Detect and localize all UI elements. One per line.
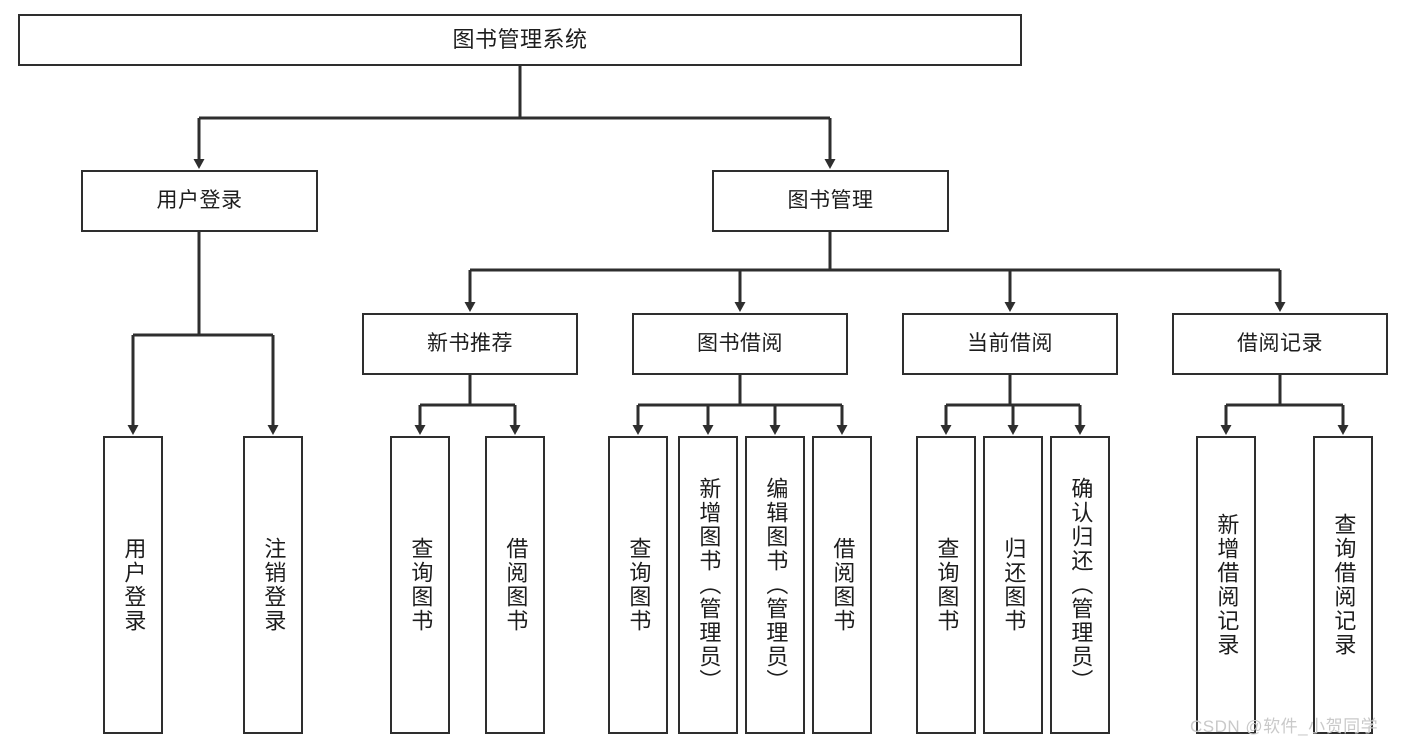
- node-new-book-recommendation[interactable]: 新书推荐: [362, 313, 578, 375]
- node-label: 查询图书: [934, 537, 960, 633]
- leaf-user-login-login[interactable]: 用户登录: [103, 436, 163, 734]
- leaf-borrow-record-query-record[interactable]: 查询借阅记录: [1313, 436, 1373, 734]
- node-label: 新增图书（管理员）: [696, 477, 722, 693]
- leaf-book-borrow-query-books[interactable]: 查询图书: [608, 436, 668, 734]
- leaf-current-borrow-confirm-return-admin[interactable]: 确认归还（管理员）: [1050, 436, 1110, 734]
- leaf-new-book-borrow-books[interactable]: 借阅图书: [485, 436, 545, 734]
- node-book-management[interactable]: 图书管理: [712, 170, 949, 232]
- node-current-borrowing[interactable]: 当前借阅: [902, 313, 1118, 375]
- node-label: 查询借阅记录: [1331, 513, 1357, 657]
- node-root-book-management-system[interactable]: 图书管理系统: [18, 14, 1022, 66]
- node-label: 图书管理系统: [452, 27, 588, 53]
- node-label: 借阅图书: [503, 537, 529, 633]
- node-label: 归还图书: [1001, 537, 1027, 633]
- node-label: 新书推荐: [427, 331, 513, 355]
- leaf-book-borrow-borrow-books[interactable]: 借阅图书: [812, 436, 872, 734]
- node-label: 查询图书: [408, 537, 434, 633]
- node-borrowing-record[interactable]: 借阅记录: [1172, 313, 1388, 375]
- leaf-current-borrow-return-books[interactable]: 归还图书: [983, 436, 1043, 734]
- leaf-current-borrow-query-books[interactable]: 查询图书: [916, 436, 976, 734]
- leaf-user-login-logout[interactable]: 注销登录: [243, 436, 303, 734]
- node-label: 借阅图书: [830, 537, 856, 633]
- leaf-book-borrow-add-book-admin[interactable]: 新增图书（管理员）: [678, 436, 738, 734]
- node-label: 查询图书: [626, 537, 652, 633]
- node-label: 用户登录: [121, 537, 147, 633]
- leaf-new-book-query-books[interactable]: 查询图书: [390, 436, 450, 734]
- node-user-login[interactable]: 用户登录: [81, 170, 318, 232]
- node-book-borrowing[interactable]: 图书借阅: [632, 313, 848, 375]
- node-label: 借阅记录: [1237, 331, 1323, 355]
- node-label: 图书借阅: [697, 331, 783, 355]
- node-label: 图书管理: [787, 188, 874, 212]
- node-label: 编辑图书（管理员）: [763, 477, 789, 693]
- csdn-watermark: CSDN @软件_小贺同学: [1190, 717, 1379, 736]
- node-label: 注销登录: [261, 537, 287, 633]
- node-label: 确认归还（管理员）: [1068, 477, 1094, 693]
- node-label: 当前借阅: [967, 331, 1053, 355]
- leaf-book-borrow-edit-book-admin[interactable]: 编辑图书（管理员）: [745, 436, 805, 734]
- leaf-borrow-record-add-record[interactable]: 新增借阅记录: [1196, 436, 1256, 734]
- node-label: 用户登录: [156, 188, 243, 212]
- node-label: 新增借阅记录: [1214, 513, 1240, 657]
